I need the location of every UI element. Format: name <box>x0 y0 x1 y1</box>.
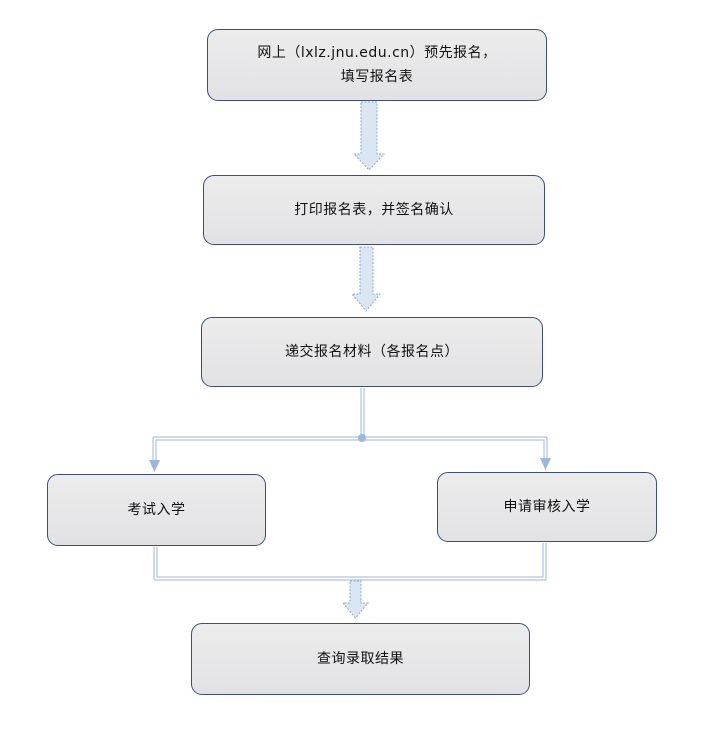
arrowhead-left <box>149 460 160 472</box>
junction-dot <box>358 434 366 442</box>
block-arrow-3 <box>341 580 370 619</box>
block-arrow-1 <box>352 101 386 171</box>
merge-connector <box>153 543 547 581</box>
step-text-line: 考试入学 <box>127 502 186 518</box>
branch-connector <box>152 388 548 462</box>
step-text-line: 填写报名表 <box>340 69 414 85</box>
step-check-results: 查询录取结果 <box>191 623 530 695</box>
block-arrow-2 <box>350 246 382 312</box>
step-text-line: 打印报名表，并签名确认 <box>294 202 454 218</box>
step-submit-materials: 递交报名材料（各报名点） <box>201 317 543 387</box>
step-text-line: 网上（lxlz.jnu.edu.cn）预先报名， <box>257 45 497 61</box>
step-exam-admission: 考试入学 <box>47 474 266 546</box>
step-online-registration: 网上（lxlz.jnu.edu.cn）预先报名， 填写报名表 <box>207 29 547 101</box>
step-print-and-sign: 打印报名表，并签名确认 <box>203 175 545 245</box>
arrowhead-right <box>540 458 551 470</box>
step-text-line: 递交报名材料（各报名点） <box>285 344 459 360</box>
step-text-line: 查询录取结果 <box>317 651 404 667</box>
step-review-admission: 申请审核入学 <box>437 472 657 542</box>
step-text-line: 申请审核入学 <box>503 499 591 515</box>
